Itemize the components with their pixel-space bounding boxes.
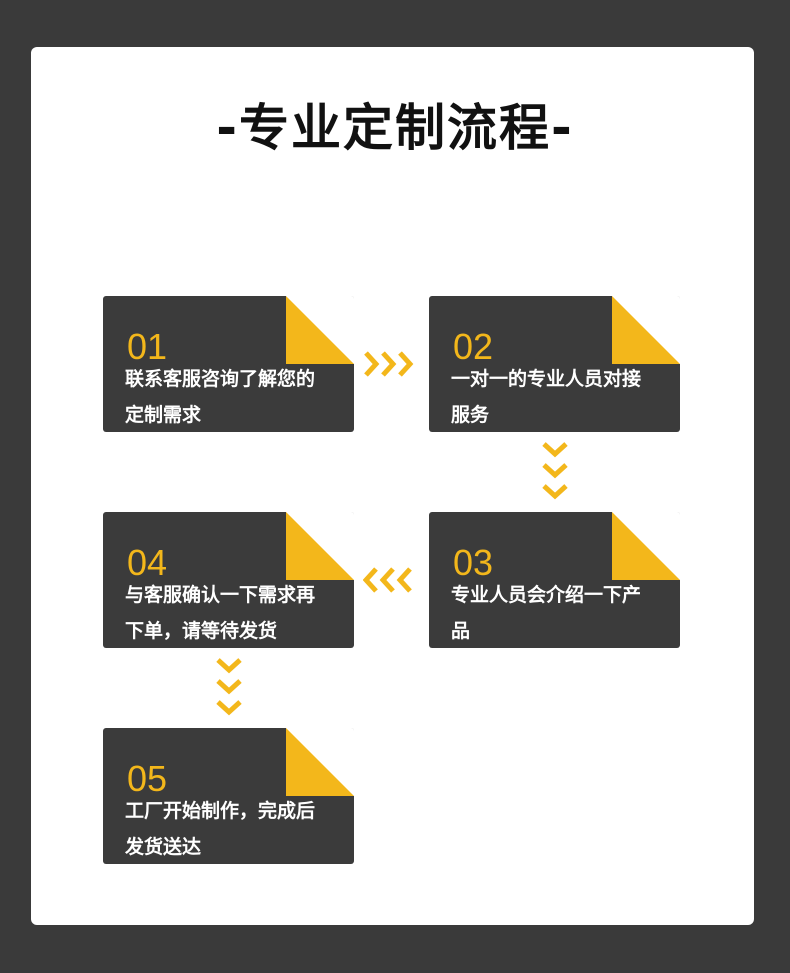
chevron-left-icon — [363, 566, 415, 594]
page-title: -专业定制流程- — [216, 99, 574, 157]
step-number: 03 — [453, 542, 494, 583]
step-text-line1: 工厂开始制作，完成后 — [125, 800, 316, 822]
folded-corner-icon — [286, 512, 354, 580]
step-text-line1: 与客服确认一下需求再 — [125, 584, 316, 606]
folded-corner-icon — [286, 296, 354, 364]
step-text-line2: 服务 — [451, 404, 490, 426]
folded-corner-icon — [286, 728, 354, 796]
step-text-line1: 专业人员会介绍一下产 — [451, 584, 642, 606]
step-text-line1: 一对一的专业人员对接 — [451, 368, 642, 390]
step-card-02: 02 一对一的专业人员对接 服务 — [429, 296, 680, 432]
step-number: 05 — [127, 758, 168, 799]
step-card-05: 05 工厂开始制作，完成后 发货送达 — [103, 728, 354, 864]
folded-corner-icon — [612, 512, 680, 580]
step-number: 01 — [127, 326, 168, 367]
step-card-01: 01 联系客服咨询了解您的 定制需求 — [103, 296, 354, 432]
step-text-line2: 定制需求 — [125, 404, 202, 426]
step-card-03: 03 专业人员会介绍一下产 品 — [429, 512, 680, 648]
chevron-right-icon — [363, 350, 415, 378]
step-text-line1: 联系客服咨询了解您的 — [125, 368, 316, 390]
step-number: 02 — [453, 326, 494, 367]
chevron-down-icon — [215, 657, 243, 719]
chevron-down-icon — [541, 441, 569, 503]
step-text-line2: 发货送达 — [125, 836, 202, 858]
folded-corner-icon — [612, 296, 680, 364]
step-text-line2: 下单，请等待发货 — [125, 620, 278, 642]
step-card-04: 04 与客服确认一下需求再 下单，请等待发货 — [103, 512, 354, 648]
step-text-line2: 品 — [451, 620, 471, 642]
step-number: 04 — [127, 542, 168, 583]
